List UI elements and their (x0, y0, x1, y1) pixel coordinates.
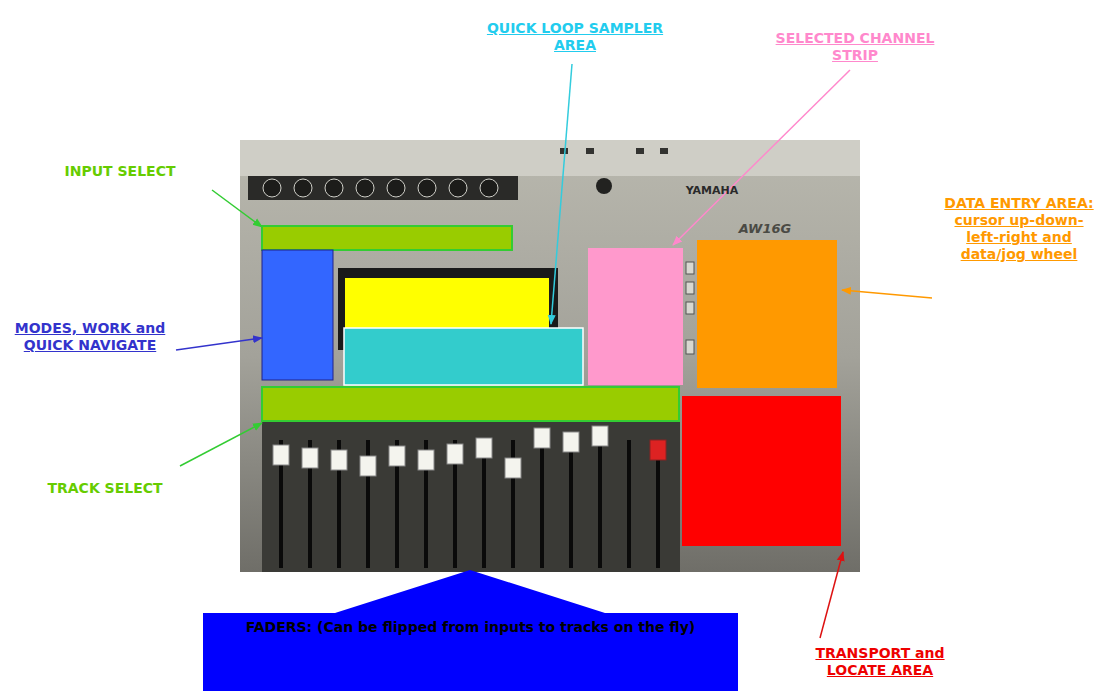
leader-line (673, 70, 850, 245)
leader-line (212, 190, 262, 227)
area-label: MODES, WORK and QUICK NAVIGATE (6, 320, 174, 354)
node-text: FADERS: (Can be flipped from inputs to t… (203, 568, 738, 636)
arrow-banner: FADERS: (Can be flipped from inputs to t… (203, 568, 738, 691)
leader-line (176, 338, 262, 350)
leader-line (842, 290, 932, 298)
area-label: INPUT SELECT (30, 163, 210, 180)
area-label: TRANSPORT and LOCATE AREA (790, 645, 970, 679)
area-label: TRACK SELECT (20, 480, 190, 497)
brand-logo: YAMAHA (672, 184, 752, 198)
leader-line (180, 423, 262, 466)
area-label: QUICK LOOP SAMPLER AREA (470, 20, 680, 54)
area-label: SELECTED CHANNEL STRIP (765, 30, 945, 64)
leader-line (820, 552, 843, 638)
model-name: AW16G (730, 221, 800, 237)
leader-line (551, 64, 572, 324)
area-label: DATA ENTRY AREA: cursor up-down-left-rig… (940, 195, 1098, 263)
